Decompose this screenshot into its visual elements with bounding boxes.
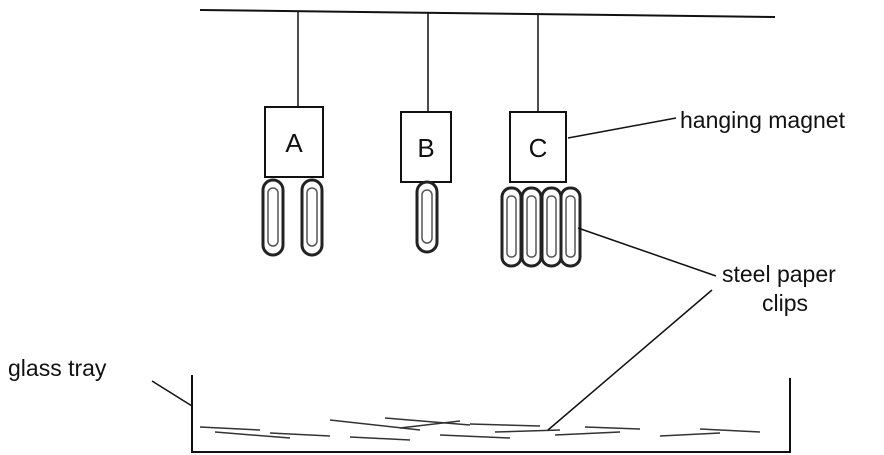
- magnet-c: [509, 111, 567, 183]
- paper-clip: [540, 186, 563, 268]
- paper-clip: [300, 178, 324, 257]
- support-bar: [199, 9, 776, 18]
- magnet-a-label: A: [285, 128, 303, 158]
- magnet-c-label: C: [529, 133, 548, 163]
- tray-clips: [199, 417, 761, 441]
- clips-a: [261, 178, 324, 257]
- paper-clip: [261, 178, 285, 257]
- paper-clip: [559, 186, 582, 268]
- paper-clip: [415, 180, 439, 254]
- steel-paper-clips-label-line1: steel paper: [722, 261, 836, 287]
- magnet-b-label: B: [417, 133, 434, 163]
- steel-paper-clips-leader-upper: [577, 227, 717, 277]
- glass-tray-label: glass tray: [8, 355, 107, 381]
- hanging-magnet-leader: [567, 117, 677, 139]
- paper-clip: [520, 186, 543, 268]
- steel-paper-clips-leader-lower: [547, 289, 713, 431]
- hanging-magnet-label: hanging magnet: [680, 107, 846, 133]
- glass-tray-leader: [151, 380, 193, 407]
- magnet-a: [264, 106, 324, 178]
- clips-c: [500, 186, 582, 268]
- paper-clip: [500, 186, 523, 268]
- glass-tray: [191, 375, 791, 453]
- steel-paper-clips-label-line2: clips: [762, 290, 808, 316]
- clips-b: [415, 180, 439, 254]
